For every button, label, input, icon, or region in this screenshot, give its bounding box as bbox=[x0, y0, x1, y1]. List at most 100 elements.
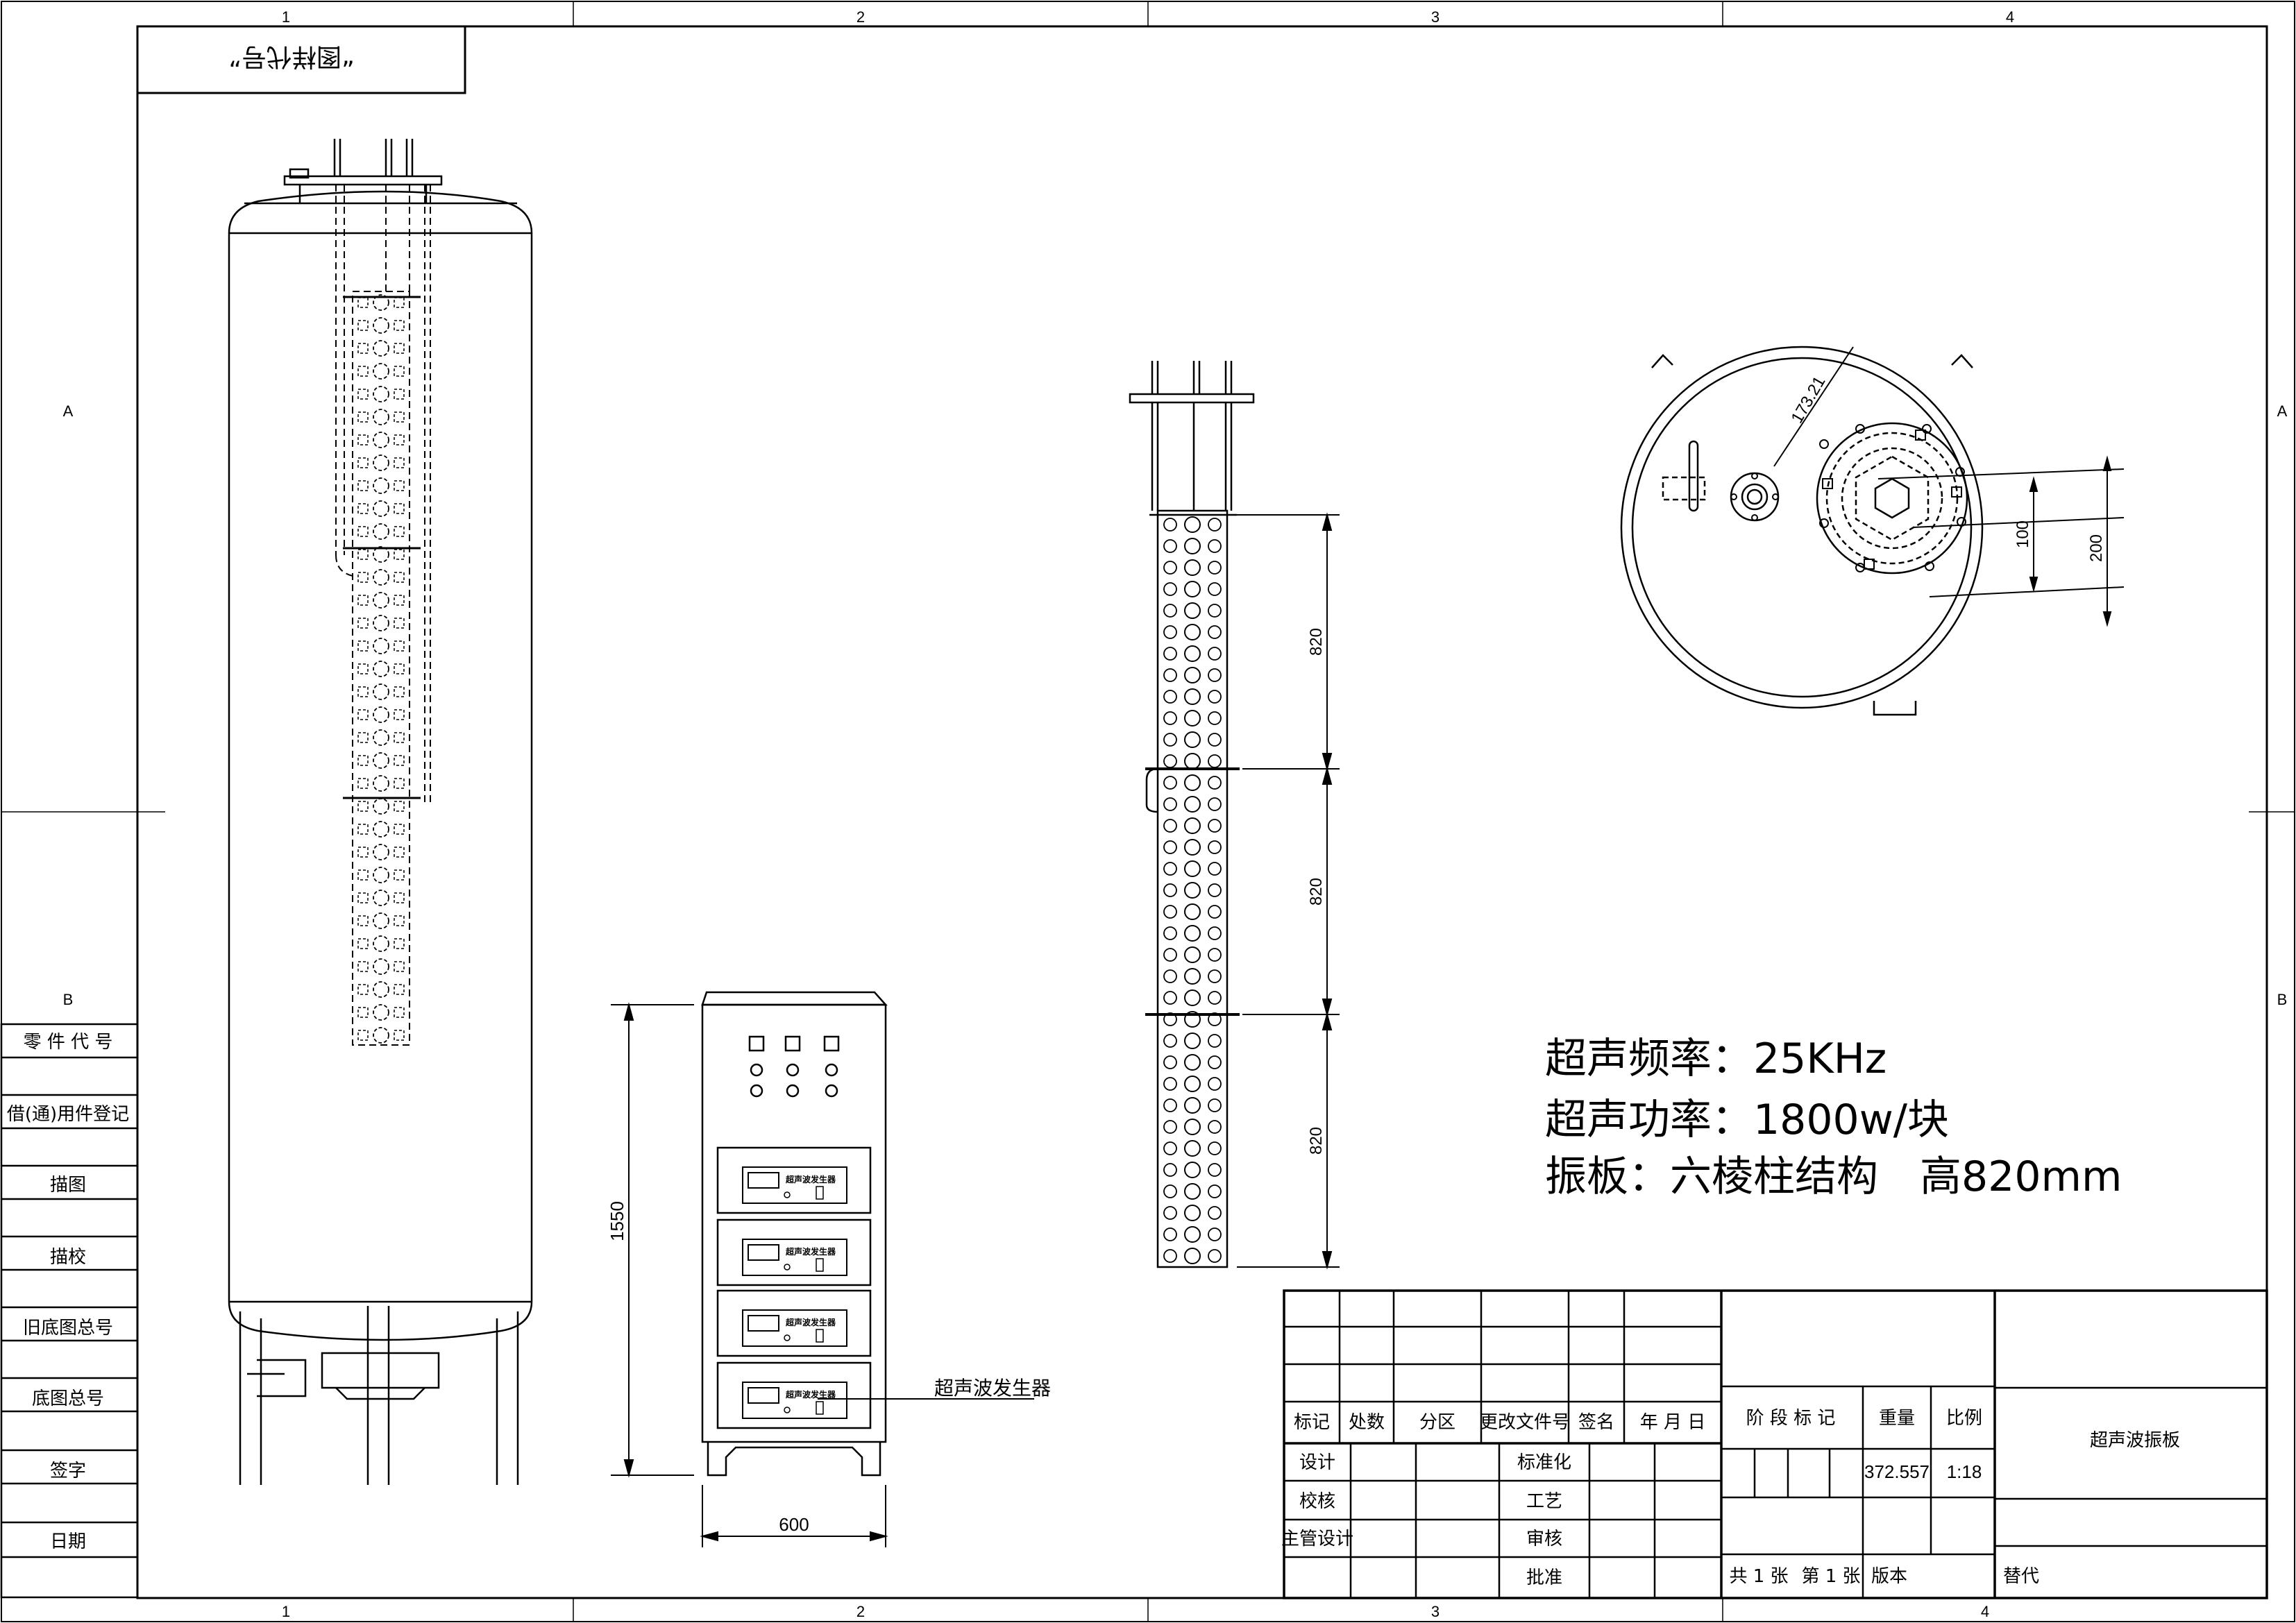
generator-switch-icon bbox=[816, 1401, 824, 1415]
transducer-element-left bbox=[1163, 733, 1177, 747]
transducer-element-right bbox=[394, 915, 405, 926]
transducer-element bbox=[1184, 1011, 1201, 1028]
transducer-element-right bbox=[394, 480, 405, 491]
stage-mark-label: 阶 段 标 记 bbox=[1746, 1408, 1836, 1429]
tank-transducer-elements bbox=[357, 294, 405, 1044]
transducer-element-right bbox=[1208, 1077, 1222, 1091]
transducer-element-right bbox=[1208, 582, 1222, 596]
transducer-element bbox=[373, 409, 389, 425]
transducer-element-right bbox=[394, 640, 405, 652]
drawing-code-stamp-text: “图样代号” bbox=[228, 42, 354, 71]
transducer-element-left bbox=[357, 434, 369, 445]
transducer-element-left bbox=[357, 709, 369, 720]
transducer-element-right bbox=[1208, 539, 1222, 553]
transducer-element bbox=[373, 454, 389, 471]
spec-power: 超声功率：1800w/块 bbox=[1545, 1096, 1949, 1144]
side-table bbox=[0, 1023, 139, 1599]
generator-knob-icon bbox=[784, 1191, 791, 1198]
transducer-element-right bbox=[394, 663, 405, 674]
transducer-element-left bbox=[357, 892, 369, 903]
transducer-element bbox=[373, 638, 389, 654]
transducer-element-left bbox=[1163, 797, 1177, 811]
spec-frequency: 超声频率：25KHz bbox=[1545, 1035, 1886, 1083]
rev-header-date: 年 月 日 bbox=[1640, 1412, 1706, 1433]
transducer-element bbox=[1184, 1054, 1201, 1071]
generator-unit-label: 超声波发生器 bbox=[785, 1317, 836, 1327]
rod-transducer-elements bbox=[1163, 516, 1222, 1264]
transducer-element-right bbox=[394, 824, 405, 835]
spec-plate: 振板：六棱柱结构 高820mm bbox=[1545, 1153, 2122, 1201]
transducer-element-right bbox=[1208, 1055, 1222, 1069]
transducer-element bbox=[1184, 624, 1201, 640]
zone-col-1-top: 1 bbox=[282, 8, 290, 26]
transducer-element-right bbox=[1208, 840, 1222, 854]
rev-header-change-doc: 更改文件号 bbox=[1480, 1412, 1570, 1433]
transducer-element bbox=[1184, 882, 1201, 899]
generator-panel bbox=[742, 1382, 847, 1419]
generator-unit-label: 超声波发生器 bbox=[785, 1174, 836, 1184]
transducer-element bbox=[1184, 559, 1201, 576]
transducer-element bbox=[373, 729, 389, 746]
weight-value: 372.557 bbox=[1864, 1461, 1930, 1482]
transducer-element-right bbox=[1208, 991, 1222, 1005]
transducer-element bbox=[1184, 774, 1201, 791]
transducer-element-right bbox=[394, 801, 405, 812]
transducer-element-right bbox=[394, 457, 405, 468]
generator-knob-icon bbox=[784, 1407, 791, 1413]
transducer-element-right bbox=[1208, 1227, 1222, 1241]
transducer-element-left bbox=[1163, 905, 1177, 919]
transducer-element-left bbox=[357, 343, 369, 354]
transducer-element-right bbox=[1208, 518, 1222, 532]
transducer-element bbox=[1184, 989, 1201, 1006]
transducer-element-right bbox=[1208, 1098, 1222, 1112]
tank-rod-clamps bbox=[343, 296, 421, 799]
title-block bbox=[1283, 1289, 2268, 1599]
replace-label: 替代 bbox=[2003, 1566, 2039, 1587]
transducer-element-left bbox=[1163, 1055, 1177, 1069]
generator-display bbox=[748, 1387, 779, 1404]
generator-callout-label: 超声波发生器 bbox=[934, 1377, 1051, 1400]
transducer-element-left bbox=[357, 411, 369, 423]
zone-col-4-bottom: 4 bbox=[1981, 1603, 1989, 1620]
transducer-element-left bbox=[1163, 668, 1177, 682]
rod-dimension-lines bbox=[1237, 512, 1340, 1270]
transducer-element-right bbox=[1208, 711, 1222, 725]
transducer-element-right bbox=[394, 938, 405, 949]
side-table-part-code: 零 件 代 号 bbox=[24, 1032, 113, 1053]
weight-label: 重量 bbox=[1879, 1408, 1915, 1429]
zone-col-3-bottom: 3 bbox=[1431, 1603, 1440, 1620]
transducer-element-left bbox=[1163, 819, 1177, 833]
transducer-element-left bbox=[1163, 1184, 1177, 1198]
transducer-element-right bbox=[1208, 1184, 1222, 1198]
role-design: 设计 bbox=[1299, 1452, 1335, 1473]
transducer-element-right bbox=[394, 572, 405, 583]
scale-label: 比例 bbox=[1946, 1408, 1982, 1429]
transducer-element-left bbox=[357, 961, 369, 972]
transducer-element-left bbox=[357, 938, 369, 949]
transducer-element-left bbox=[357, 686, 369, 697]
transducer-element-left bbox=[357, 320, 369, 331]
generator-unit-1: 超声波发生器 bbox=[716, 1146, 872, 1214]
indicator-light-3 bbox=[823, 1035, 840, 1052]
transducer-element-left bbox=[357, 984, 369, 995]
drawing-code-stamp: “图样代号” bbox=[136, 25, 466, 94]
rev-header-sign: 签名 bbox=[1578, 1412, 1614, 1433]
transducer-element bbox=[373, 844, 389, 860]
top-view-dimension-radius: 173.21 bbox=[1787, 373, 1829, 427]
transducer-element bbox=[373, 363, 389, 380]
transducer-element-right bbox=[394, 778, 405, 789]
transducer-element bbox=[1184, 731, 1201, 748]
transducer-element-right bbox=[394, 366, 405, 377]
transducer-element-right bbox=[394, 595, 405, 606]
generator-display bbox=[748, 1315, 779, 1332]
transducer-element-left bbox=[1163, 561, 1177, 575]
tank-internal-transducer-rod bbox=[335, 185, 431, 1046]
transducer-element-right bbox=[1208, 862, 1222, 876]
cabinet-height-dimension: 1550 bbox=[607, 1201, 627, 1241]
transducer-element-right bbox=[394, 869, 405, 881]
transducer-element bbox=[373, 340, 389, 357]
transducer-element-left bbox=[1163, 1141, 1177, 1155]
transducer-element bbox=[373, 1004, 389, 1021]
transducer-element-right bbox=[394, 709, 405, 720]
transducer-element-right bbox=[1208, 604, 1222, 618]
